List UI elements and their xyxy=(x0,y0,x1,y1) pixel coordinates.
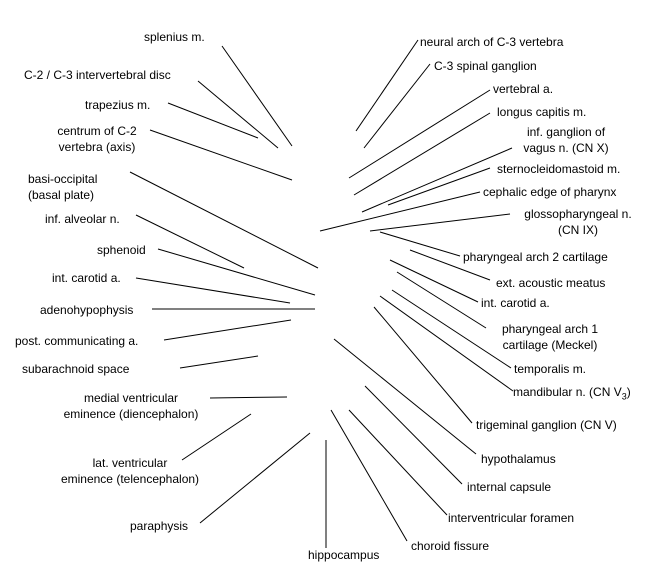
label-glossopharyngeal: glossopharyngeal n. (CN IX) xyxy=(514,206,642,238)
label-int-carotid-right: int. carotid a. xyxy=(481,296,550,310)
leader-internal-capsule xyxy=(364,385,463,485)
label-cephalic-edge: cephalic edge of pharynx xyxy=(483,185,617,199)
label-post-communicating: post. communicating a. xyxy=(15,334,139,348)
label-basioccipital-line2: (basal plate) xyxy=(28,188,95,202)
label-interventricular-foramen: interventricular foramen xyxy=(448,511,575,525)
leader-longus-capitis xyxy=(353,112,491,196)
leader-c3-spinal-ganglion xyxy=(363,63,431,149)
leader-int-carotid-right xyxy=(389,259,479,303)
leader-sternocleidomastoid xyxy=(387,167,491,206)
label-internal-capsule: internal capsule xyxy=(467,480,552,494)
leader-pharyngeal-arch2 xyxy=(379,231,461,257)
label-trigeminal: trigeminal ganglion (CN V) xyxy=(476,418,617,432)
label-inf-ganglion: inf. ganglion of vagus n. (CN X) xyxy=(512,124,620,156)
label-pharyngeal-arch2: pharyngeal arch 2 cartilage xyxy=(463,250,608,264)
label-centrum-c2-line2: vertebra (axis) xyxy=(58,140,136,154)
label-sternocleidomastoid: sternocleidomastoid m. xyxy=(497,162,621,176)
label-trapezius: trapezius m. xyxy=(85,98,151,112)
leader-trapezius xyxy=(167,102,259,139)
leader-c2c3-disc xyxy=(197,80,279,149)
label-medial-ventricular: medial ventricular eminence (diencephalo… xyxy=(53,390,209,422)
leader-int-carotid-left xyxy=(135,277,291,304)
label-neural-arch-c3: neural arch of C-3 vertebra xyxy=(420,35,564,49)
label-basioccipital-line1: basi-occipital xyxy=(28,172,98,186)
label-pharyngeal-arch1-line1: pharyngeal arch 1 xyxy=(501,322,599,336)
leader-pharyngeal-arch1 xyxy=(396,271,487,329)
label-mandibular-subscript: 3 xyxy=(621,391,627,402)
label-subarachnoid: subarachnoid space xyxy=(22,362,130,376)
leader-cephalic-edge xyxy=(319,191,481,232)
leader-inf-ganglion xyxy=(361,147,513,213)
leader-sphenoid xyxy=(157,248,316,296)
label-glossopharyngeal-line2: (CN IX) xyxy=(558,223,598,237)
label-mandibular: mandibular n. (CN V3) xyxy=(513,384,631,402)
label-paraphysis: paraphysis xyxy=(130,519,189,533)
label-hippocampus: hippocampus xyxy=(308,548,380,562)
label-pharyngeal-arch1-line2: cartilage (Meckel) xyxy=(502,338,598,352)
leader-inf-alveolar xyxy=(135,214,245,269)
label-centrum-c2-line1: centrum of C-2 xyxy=(57,124,137,138)
label-adenohypophysis: adenohypophysis xyxy=(40,303,134,317)
label-temporalis: temporalis m. xyxy=(514,362,587,376)
label-hypothalamus: hypothalamus xyxy=(481,452,556,466)
label-inf-ganglion-line1: inf. ganglion of xyxy=(526,125,606,139)
leader-temporalis xyxy=(391,289,512,369)
leader-neural-arch-c3 xyxy=(355,39,419,132)
label-mandibular-text: mandibular n. (CN V xyxy=(513,385,622,399)
leader-post-communicating xyxy=(163,319,292,341)
leader-basioccipital xyxy=(129,171,319,269)
label-lat-ventricular-line2: eminence (telencephalon) xyxy=(60,472,200,486)
leader-medial-ventricular xyxy=(209,396,288,399)
label-vertebral: vertebral a. xyxy=(493,82,554,96)
label-lat-ventricular-line1: lat. ventricular xyxy=(92,456,168,470)
leader-vertebral xyxy=(348,89,491,179)
label-c3-spinal-ganglion: C-3 spinal ganglion xyxy=(434,59,537,73)
leader-trigeminal xyxy=(373,306,473,424)
label-medial-ventricular-line1: medial ventricular xyxy=(83,391,179,405)
label-lat-ventricular: lat. ventricular eminence (telencephalon… xyxy=(44,455,216,487)
label-int-carotid-left: int. carotid a. xyxy=(52,271,121,285)
leader-glossopharyngeal xyxy=(369,213,511,232)
label-ext-acoustic: ext. acoustic meatus xyxy=(496,276,606,290)
leader-choroid-fissure xyxy=(330,409,408,542)
label-glossopharyngeal-line1: glossopharyngeal n. xyxy=(524,207,632,221)
label-splenius: splenius m. xyxy=(144,30,205,44)
label-inf-alveolar: inf. alveolar n. xyxy=(45,212,120,226)
label-pharyngeal-arch1: pharyngeal arch 1 cartilage (Meckel) xyxy=(488,321,612,353)
leader-splenius xyxy=(221,45,293,147)
leader-subarachnoid xyxy=(179,355,259,369)
label-centrum-c2: centrum of C-2 vertebra (axis) xyxy=(46,123,148,155)
label-mandibular-close: ) xyxy=(626,385,631,399)
leader-lat-ventricular xyxy=(181,413,252,461)
label-inf-ganglion-line2: vagus n. (CN X) xyxy=(523,141,609,155)
leader-hypothalamus xyxy=(333,338,477,455)
label-sphenoid: sphenoid xyxy=(97,243,146,257)
leader-interventricular-foramen xyxy=(348,409,448,516)
label-longus-capitis: longus capitis m. xyxy=(497,105,587,119)
leader-ext-acoustic xyxy=(409,249,491,281)
label-basioccipital: basi-occipital (basal plate) xyxy=(28,171,97,203)
label-medial-ventricular-line2: eminence (diencephalon) xyxy=(63,407,199,421)
leader-paraphysis xyxy=(199,432,311,524)
label-c2c3-disc: C-2 / C-3 intervertebral disc xyxy=(24,68,171,82)
label-choroid-fissure: choroid fissure xyxy=(411,539,490,553)
leader-centrum-c2 xyxy=(149,129,293,181)
leader-mandibular xyxy=(379,295,514,392)
